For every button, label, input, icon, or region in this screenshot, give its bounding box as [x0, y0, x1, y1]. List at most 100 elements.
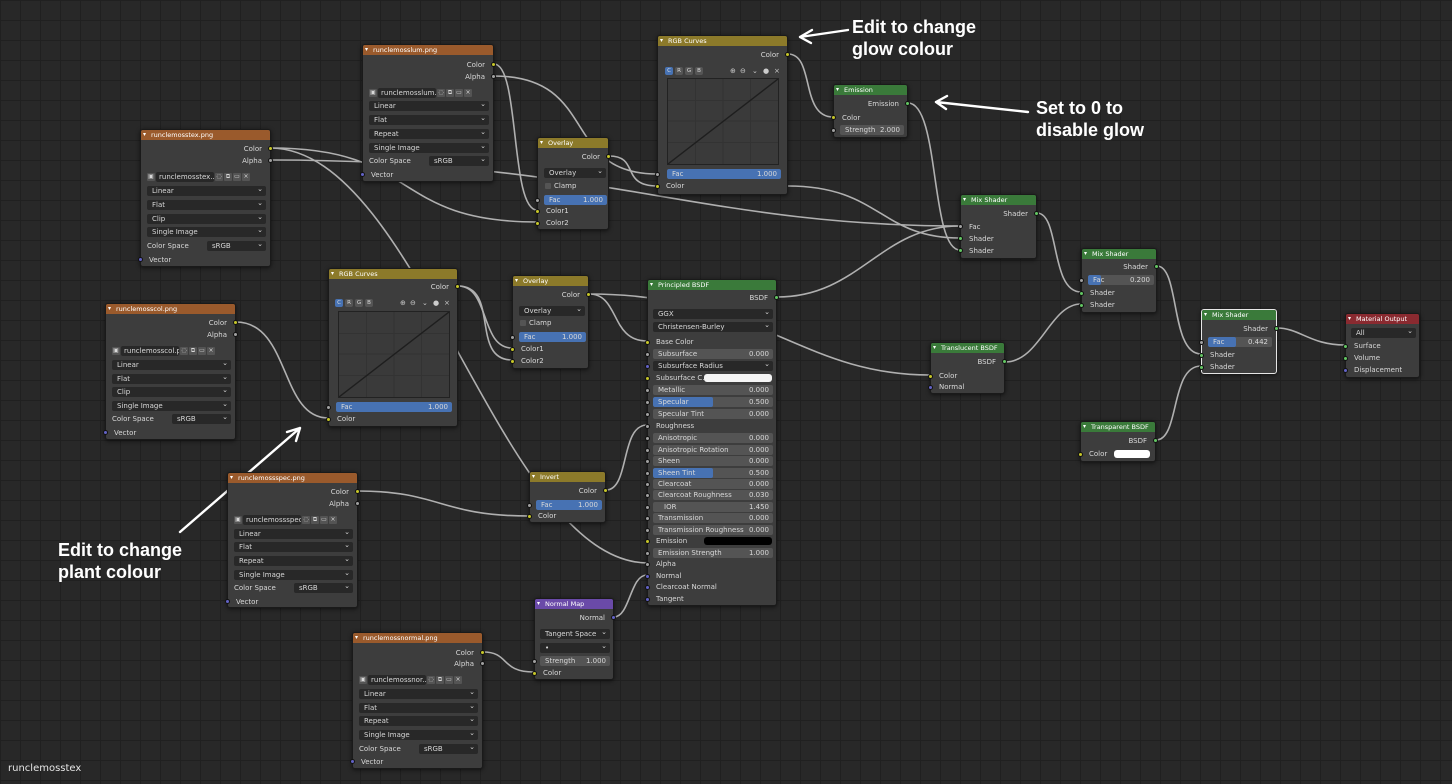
node-header[interactable]: runclemosslum.png	[363, 45, 493, 55]
input-socket-color[interactable]	[532, 671, 537, 676]
node-header[interactable]: RGB Curves	[658, 36, 787, 46]
projection-dropdown[interactable]: Flat	[234, 542, 353, 552]
duplicate-icon[interactable]: ⧉	[224, 173, 232, 181]
input-socket-color[interactable]	[527, 514, 532, 519]
emission-color-swatch[interactable]	[704, 537, 772, 545]
channel-c-button[interactable]: C	[335, 299, 343, 307]
extension-dropdown[interactable]: Clip	[147, 214, 266, 224]
input-socket-specular-tint[interactable]	[645, 412, 650, 417]
input-socket-roughness[interactable]	[645, 424, 650, 429]
fac-slider[interactable]: Fac 0.442	[1208, 337, 1272, 347]
fac-slider[interactable]: Fac 1.000	[519, 332, 586, 342]
close-icon[interactable]: ×	[454, 676, 462, 684]
close-icon[interactable]: ×	[329, 516, 337, 524]
output-socket-shader[interactable]	[1034, 211, 1039, 216]
image-name[interactable]: runclemosstex...	[156, 172, 214, 182]
input-socket-volume[interactable]	[1343, 356, 1348, 361]
node-header[interactable]: Emission	[834, 85, 907, 95]
zoom-out-icon[interactable]: ⊖	[410, 299, 416, 307]
color-space-dropdown[interactable]: sRGB	[172, 414, 231, 424]
duplicate-icon[interactable]: ⧉	[436, 676, 444, 684]
image-name[interactable]: runclemosslum...	[378, 88, 436, 98]
node-mix-shader-2[interactable]: Mix Shader Shader Fac 0.200 Shader Shade…	[1079, 248, 1159, 313]
output-socket-color[interactable]	[268, 146, 273, 151]
output-socket-bsdf[interactable]	[774, 295, 779, 300]
fac-slider[interactable]: Fac 1.000	[667, 169, 781, 179]
interpolation-dropdown[interactable]: Linear	[147, 186, 266, 196]
source-dropdown[interactable]: Single Image	[112, 401, 231, 411]
input-socket-sheen-tint[interactable]	[645, 471, 650, 476]
channel-r-button[interactable]: R	[675, 67, 683, 75]
input-socket-normal[interactable]	[928, 385, 933, 390]
blend-mode-dropdown[interactable]: Overlay	[519, 306, 585, 316]
clamp-checkbox[interactable]	[520, 320, 526, 326]
input-socket-clearcoat[interactable]	[645, 482, 650, 487]
channel-b-button[interactable]: B	[365, 299, 373, 307]
input-socket-emission-strength[interactable]	[645, 551, 650, 556]
node-header[interactable]: Normal Map	[535, 599, 613, 609]
node-mix-shader-3[interactable]: Mix Shader Shader Fac 0.442 Shader Shade…	[1199, 309, 1279, 374]
image-icon[interactable]: ▣	[147, 173, 155, 181]
subsurface-color-swatch[interactable]	[704, 374, 772, 382]
input-socket-shader-1[interactable]	[958, 236, 963, 241]
folder-icon[interactable]: ▭	[233, 173, 241, 181]
subsurface-method-dropdown[interactable]: Christensen-Burley	[653, 322, 773, 332]
image-icon[interactable]: ▣	[112, 347, 120, 355]
node-header[interactable]: RGB Curves	[329, 269, 457, 279]
node-header[interactable]: Invert	[530, 472, 605, 482]
subsurface-radius-dropdown[interactable]: Subsurface Radius	[653, 361, 773, 371]
fac-slider[interactable]: Fac 0.200	[1088, 275, 1154, 285]
projection-dropdown[interactable]: Flat	[112, 374, 231, 384]
projection-dropdown[interactable]: Flat	[369, 115, 489, 125]
fac-slider[interactable]: Fac 1.000	[536, 500, 602, 510]
input-socket-subsurface-radius[interactable]	[645, 364, 650, 369]
input-socket-vector[interactable]	[350, 759, 355, 764]
input-socket-clearcoat-roughness[interactable]	[645, 493, 650, 498]
input-socket-displacement[interactable]	[1343, 368, 1348, 373]
input-socket-alpha[interactable]	[645, 562, 650, 567]
input-socket-color2[interactable]	[535, 221, 540, 226]
interpolation-dropdown[interactable]: Linear	[369, 101, 489, 111]
channel-c-button[interactable]: C	[665, 67, 673, 75]
image-name[interactable]: runclemossspec...	[243, 515, 301, 525]
folder-icon[interactable]: ▭	[445, 676, 453, 684]
close-icon[interactable]: ×	[242, 173, 250, 181]
output-socket-color[interactable]	[606, 154, 611, 159]
projection-dropdown[interactable]: Flat	[359, 703, 478, 713]
input-socket-color1[interactable]	[535, 209, 540, 214]
input-socket-metallic[interactable]	[645, 388, 650, 393]
distribution-dropdown[interactable]: GGX	[653, 309, 773, 319]
close-icon[interactable]: ×	[207, 347, 215, 355]
node-header[interactable]: runclemossspec.png	[228, 473, 357, 483]
close-icon[interactable]: ×	[774, 67, 780, 75]
input-socket-anisotropic[interactable]	[645, 436, 650, 441]
input-socket-shader-1[interactable]	[1199, 353, 1204, 358]
folder-icon[interactable]: ▭	[198, 347, 206, 355]
node-texture-lum[interactable]: runclemosslum.png Color Alpha ▣ runclemo…	[360, 44, 496, 182]
interpolation-dropdown[interactable]: Linear	[359, 689, 478, 699]
output-socket-alpha[interactable]	[491, 74, 496, 79]
output-socket-color[interactable]	[785, 52, 790, 57]
color-space-dropdown[interactable]: sRGB	[419, 744, 478, 754]
input-socket-transmission-roughness[interactable]	[645, 528, 650, 533]
node-texture-tex[interactable]: runclemosstex.png Color Alpha ▣ runclemo…	[138, 129, 273, 267]
output-socket-shader[interactable]	[1154, 264, 1159, 269]
close-icon[interactable]: ×	[464, 89, 472, 97]
node-header[interactable]: Overlay	[538, 138, 608, 148]
input-socket-vector[interactable]	[103, 430, 108, 435]
image-icon[interactable]: ▣	[234, 516, 242, 524]
output-socket-color[interactable]	[455, 284, 460, 289]
input-socket-fac[interactable]	[1199, 340, 1204, 345]
curve-graph[interactable]	[338, 311, 450, 398]
image-name[interactable]: runclemossnor...	[368, 675, 426, 685]
output-socket-color[interactable]	[603, 488, 608, 493]
node-emission[interactable]: Emission Emission Color Strength 2.000	[831, 84, 910, 138]
shield-icon[interactable]: ◌	[215, 173, 223, 181]
node-material-output[interactable]: Material Output All Surface Volume Displ…	[1343, 313, 1420, 378]
input-socket-color[interactable]	[655, 184, 660, 189]
